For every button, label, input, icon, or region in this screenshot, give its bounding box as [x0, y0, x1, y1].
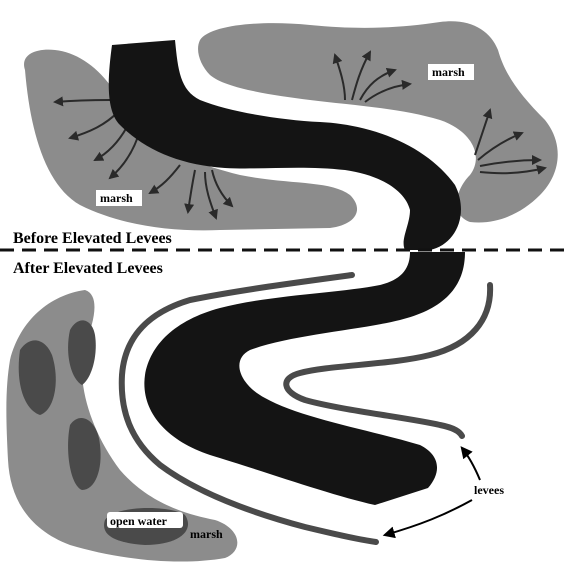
- open-water-label: open water: [110, 514, 168, 528]
- marsh-label-top-right: marsh: [432, 65, 465, 79]
- river-bottom: [144, 252, 465, 505]
- before-title: Before Elevated Levees: [13, 230, 172, 247]
- marsh-label-top-left: marsh: [100, 191, 133, 205]
- after-title: After Elevated Levees: [13, 260, 163, 277]
- levees-label: levees: [474, 483, 504, 497]
- marsh-label-bottom: marsh: [190, 527, 223, 541]
